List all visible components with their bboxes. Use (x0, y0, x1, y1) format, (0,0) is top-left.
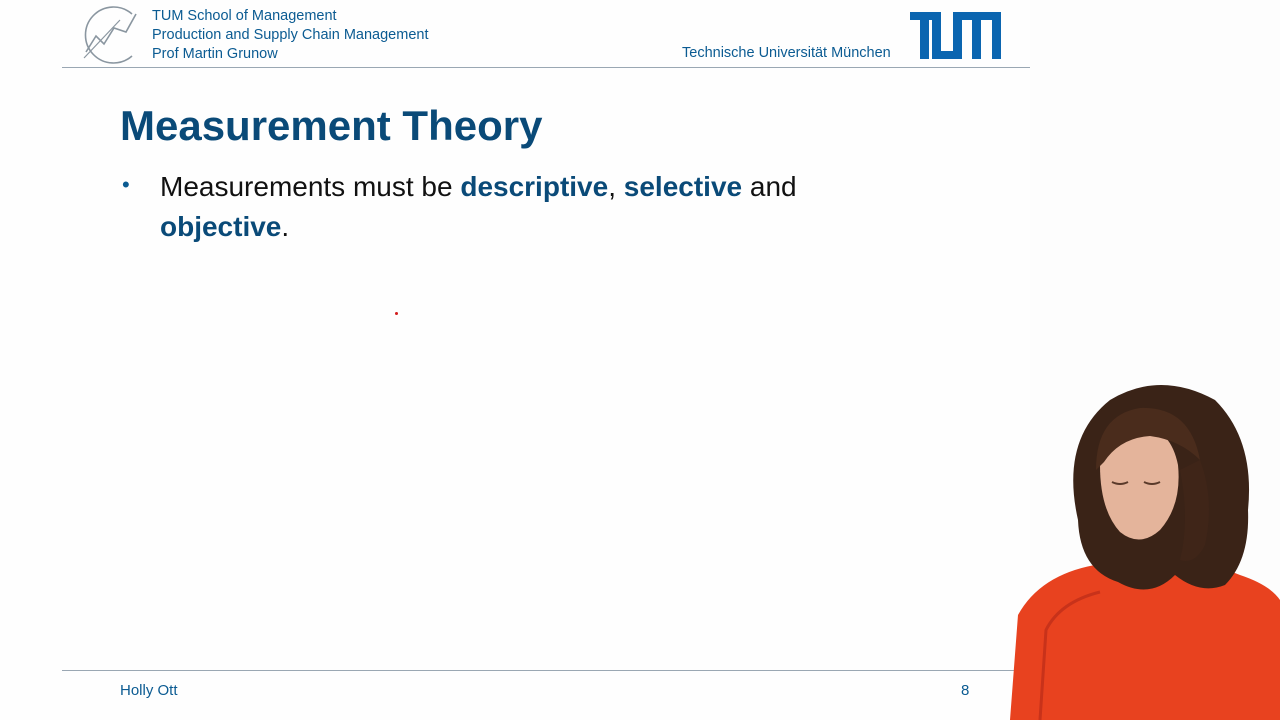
footer-presenter-name: Holly Ott (120, 682, 178, 699)
laser-pointer-dot (395, 312, 398, 315)
keyword-objective: objective (160, 211, 282, 242)
professor-name: Prof Martin Grunow (152, 46, 278, 62)
slide-title: Measurement Theory (120, 102, 543, 149)
bullet-text-part: and (742, 171, 797, 202)
keyword-descriptive: descriptive (460, 171, 609, 202)
university-name: Technische Universität München (682, 45, 891, 61)
slide-page-number: 8 (961, 682, 970, 699)
header-divider (62, 67, 1030, 68)
keyword-selective: selective (623, 171, 743, 202)
bullet-period: . (281, 211, 290, 242)
bullet-separator: , (608, 171, 624, 202)
presenter-video (1010, 385, 1280, 720)
header-affiliation: TUM School of Management Production and … (152, 7, 428, 64)
footer-divider (62, 670, 1030, 671)
presentation-slide: TUM School of Management Production and … (62, 6, 1030, 699)
bullet-text-part: Measurements must be (160, 171, 461, 202)
bullet-marker: • (122, 172, 130, 197)
school-name: TUM School of Management (152, 8, 337, 24)
bullet-text: Measurements must be descriptive, select… (160, 167, 900, 247)
tum-logo-icon (910, 12, 1001, 59)
growth-curve-logo-icon (83, 6, 137, 64)
chair-name: Production and Supply Chain Management (152, 27, 429, 43)
